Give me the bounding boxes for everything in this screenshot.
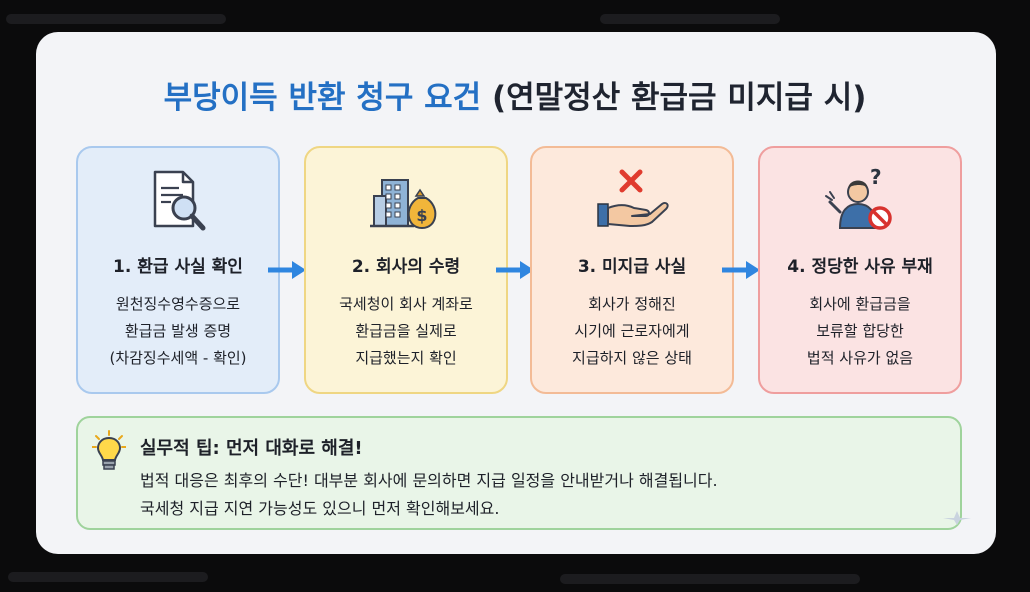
arrow-right-icon [722,261,760,279]
arrow-right-icon [496,261,534,279]
tip-box: 실무적 팁: 먼저 대화로 해결! 법적 대응은 최후의 수단! 대부분 회사에… [76,416,962,530]
tip-line: 국세청 지급 지연 가능성도 있으니 먼저 확인해보세요. [140,499,500,518]
step-card-1: 1. 환급 사실 확인 원천징수영수증으로 환급금 발생 증명 (차감징수세액 … [76,146,280,394]
step-line: 원천징수영수증으로 [115,295,241,313]
step-title: 2. 회사의 수령 [351,257,461,277]
step-line: 국세청이 회사 계좌로 [339,295,473,313]
step-title: 1. 환급 사실 확인 [113,257,243,277]
step-card-4: ? 4. 정당한 사유 부재 회사에 환급금을 보류할 합당한 법적 사유가 없… [758,146,962,394]
person-question-prohibited-icon: ? [760,166,960,236]
step-title: 3. 미지급 사실 [577,257,687,277]
svg-text:$: $ [416,206,427,225]
step-description: 국세청이 회사 계좌로 환급금을 실제로 지급했는지 확인 [316,291,496,372]
step-title: 4. 정당한 사유 부재 [787,257,933,277]
step-card-2: $ 2. 회사의 수령 국세청이 회사 계좌로 환급금을 실제로 지급했는지 확… [304,146,508,394]
step-line: 지급했는지 확인 [355,349,457,367]
step-line: 회사가 정해진 [588,295,676,313]
empty-hand-x-icon [532,166,732,236]
tip-title: 실무적 팁: 먼저 대화로 해결! [140,438,363,459]
step-line: 시기에 근로자에게 [574,322,690,340]
step-line: 보류할 합당한 [816,322,904,340]
step-card-3: 3. 미지급 사실 회사가 정해진 시기에 근로자에게 지급하지 않은 상태 [530,146,734,394]
step-line: (차감징수세액 - 확인) [109,349,247,367]
document-magnifier-icon [78,166,278,236]
background-text-line [8,572,208,582]
step-description: 회사가 정해진 시기에 근로자에게 지급하지 않은 상태 [542,291,722,372]
svg-text:?: ? [870,166,882,189]
tip-line: 법적 대응은 최후의 수단! 대부분 회사에 문의하면 지급 일정을 안내받거나… [140,471,718,490]
lightbulb-icon [92,430,126,470]
background-text-line [6,14,226,24]
step-line: 법적 사유가 없음 [806,349,914,367]
step-description: 원천징수영수증으로 환급금 발생 증명 (차감징수세액 - 확인) [88,291,268,372]
title-sub: (연말정산 환급금 미지급 시) [491,80,867,116]
arrow-right-icon [268,261,306,279]
step-line: 회사에 환급금을 [809,295,911,313]
background-text-line [560,574,860,584]
background-text-line [600,14,780,24]
step-line: 지급하지 않은 상태 [572,349,692,367]
building-moneybag-icon: $ [306,166,506,236]
page-title: 부당이득 반환 청구 요건 (연말정산 환급금 미지급 시) [0,72,1030,117]
step-line: 환급금 발생 증명 [124,322,232,340]
step-description: 회사에 환급금을 보류할 합당한 법적 사유가 없음 [770,291,950,372]
step-line: 환급금을 실제로 [355,322,457,340]
title-main: 부당이득 반환 청구 요건 [163,80,482,116]
sparkle-icon [943,511,971,525]
